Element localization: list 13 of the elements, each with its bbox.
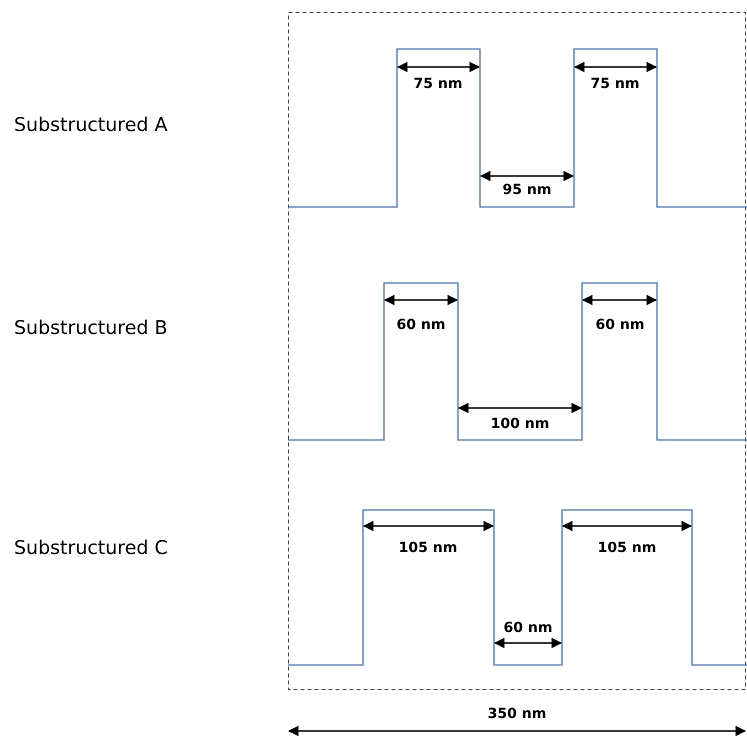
dimension-label: 60 nm <box>596 317 644 333</box>
dimension-label: 75 nm <box>590 76 640 92</box>
row-label: Substructured C <box>14 537 168 559</box>
dimension-label: 100 nm <box>490 416 550 432</box>
row-label: Substructured A <box>14 114 168 136</box>
dimension-label: 350 nm <box>488 706 546 722</box>
row-label: Substructured B <box>14 317 168 339</box>
dimension-label: 95 nm <box>502 182 552 198</box>
dimension-label: 105 nm <box>398 540 458 556</box>
dimension-label: 105 nm <box>598 540 656 556</box>
dimension-label: 60 nm <box>504 620 552 636</box>
dimension-label: 60 nm <box>396 317 446 333</box>
dimension-label: 75 nm <box>414 76 462 92</box>
